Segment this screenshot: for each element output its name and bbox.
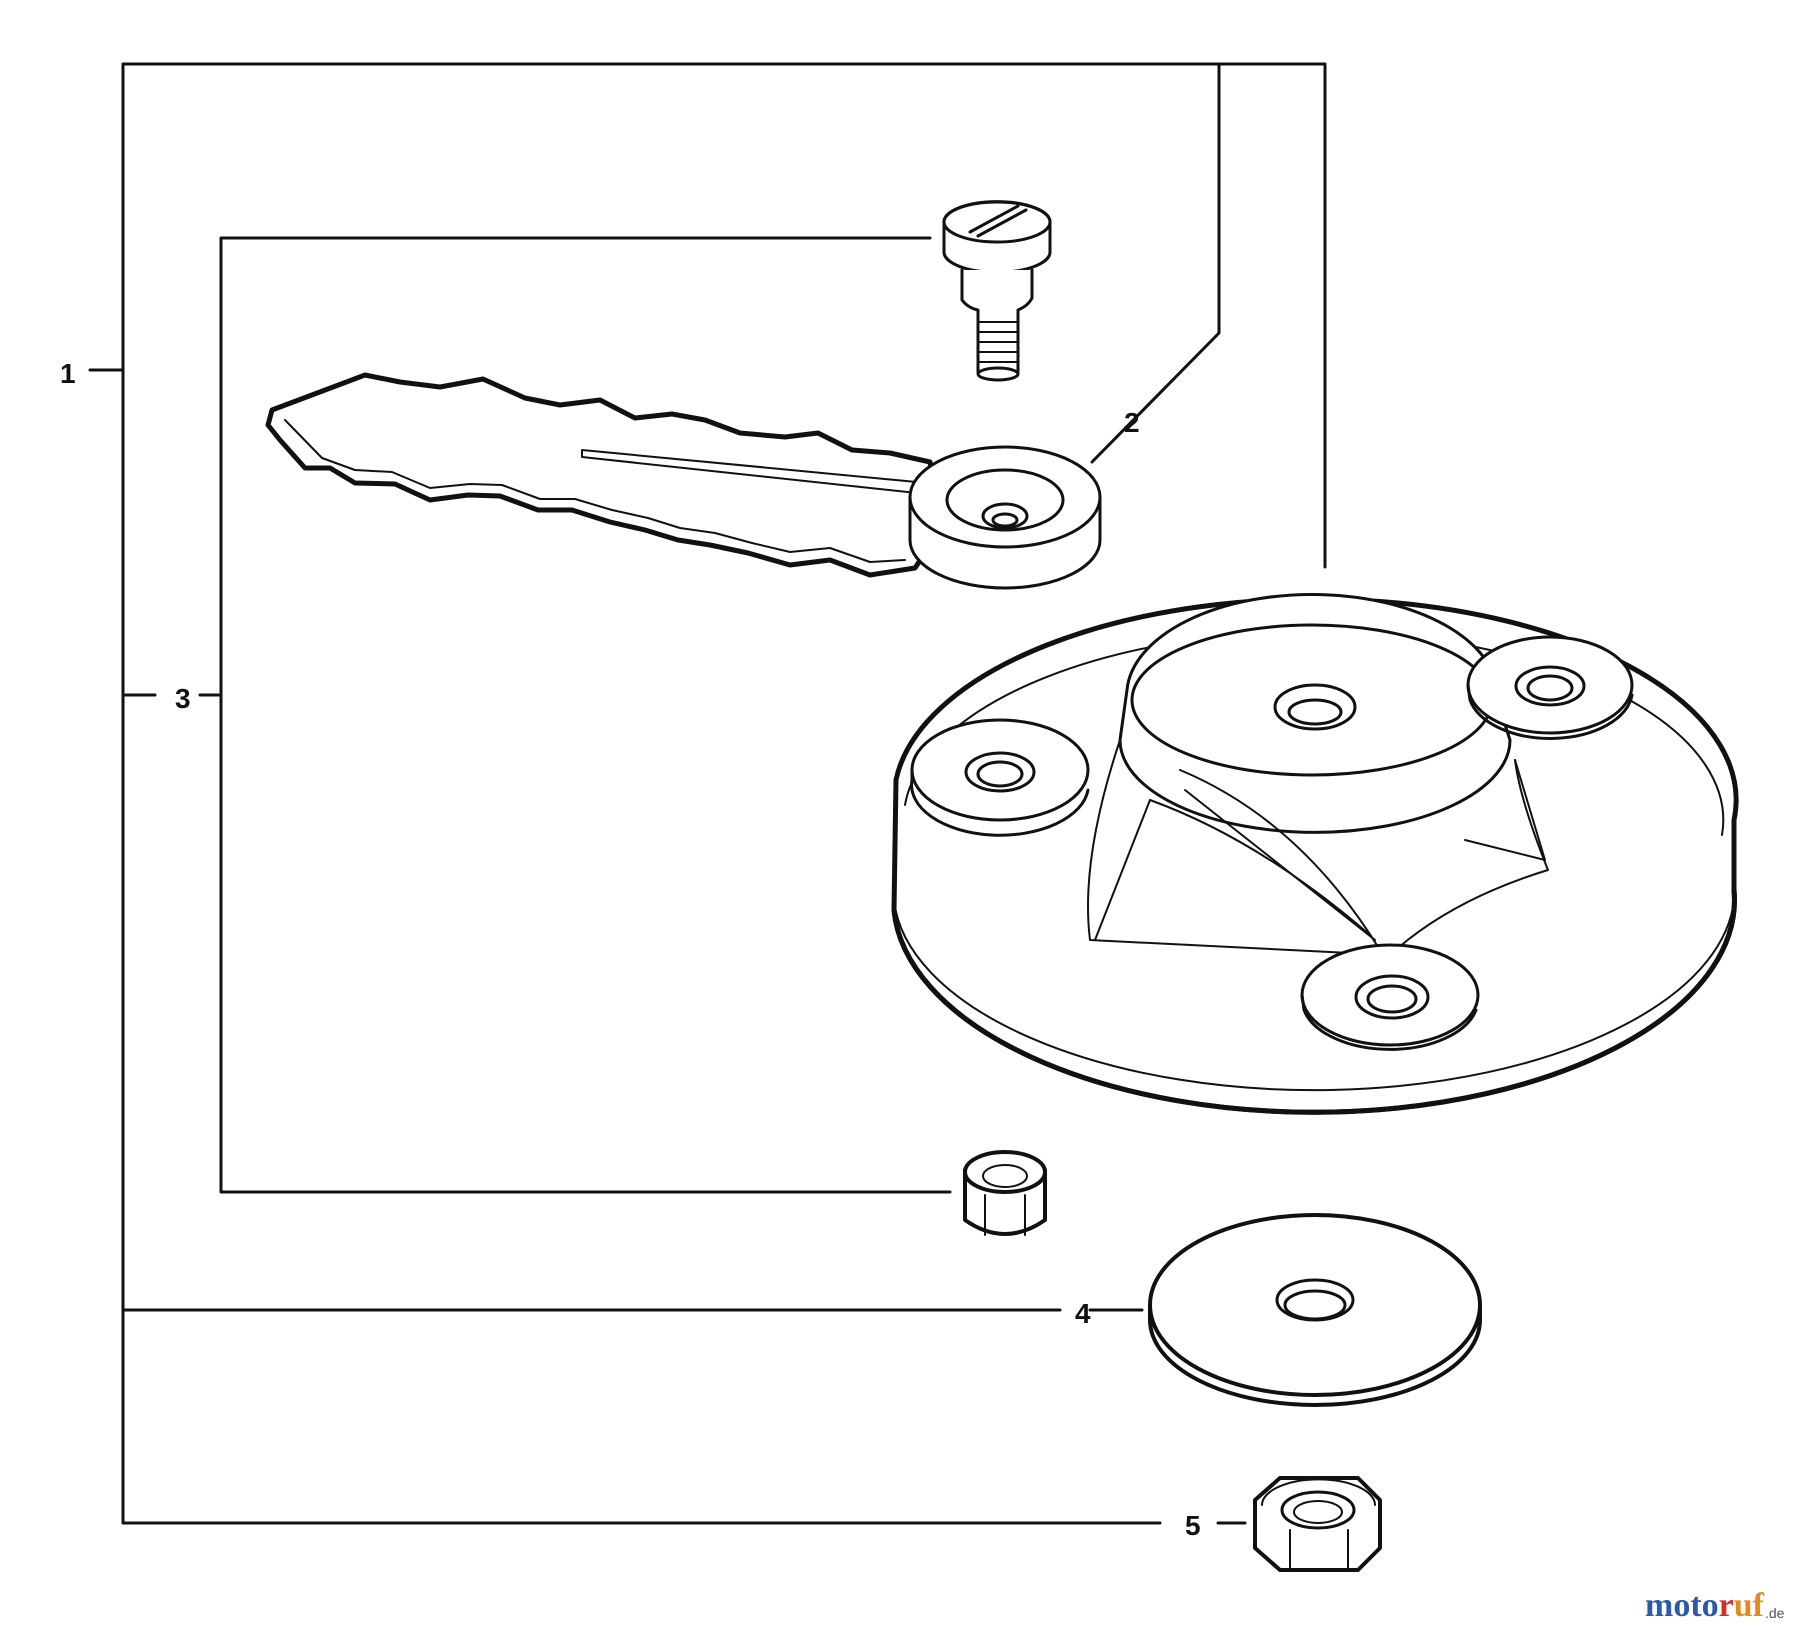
small-nut-part (963, 1150, 1047, 1236)
watermark-letter: m (1645, 1587, 1673, 1624)
hub-part (891, 592, 1739, 1115)
blade-washer-part (908, 445, 1102, 590)
callout-5: 5 (1185, 1510, 1201, 1541)
watermark-letter: o (1702, 1587, 1719, 1624)
bracket-1 (121, 62, 1327, 1525)
watermark-letter: t (1690, 1587, 1702, 1624)
watermark-letter: o (1673, 1587, 1690, 1624)
callout-3: 3 (175, 683, 191, 714)
bracket-lines (88, 62, 1327, 1525)
watermark-suffix: .de (1765, 1605, 1785, 1621)
bracket-2-line (1090, 62, 1221, 464)
bracket-3 (219, 236, 952, 1194)
watermark-letter: u (1734, 1587, 1753, 1624)
washer-part (1148, 1213, 1482, 1407)
watermark-brand: motoruf (1645, 1587, 1765, 1624)
screw-part (942, 200, 1052, 382)
watermark-letter: f (1753, 1587, 1765, 1624)
watermark-letter: r (1719, 1587, 1734, 1624)
callout-1: 1 (60, 358, 76, 389)
watermark-logo: motoruf .de (1645, 1587, 1785, 1624)
blade-part (265, 372, 949, 578)
callout-4: 4 (1075, 1298, 1091, 1329)
hex-nut-part (1253, 1476, 1382, 1572)
callout-2: 2 (1124, 407, 1140, 438)
